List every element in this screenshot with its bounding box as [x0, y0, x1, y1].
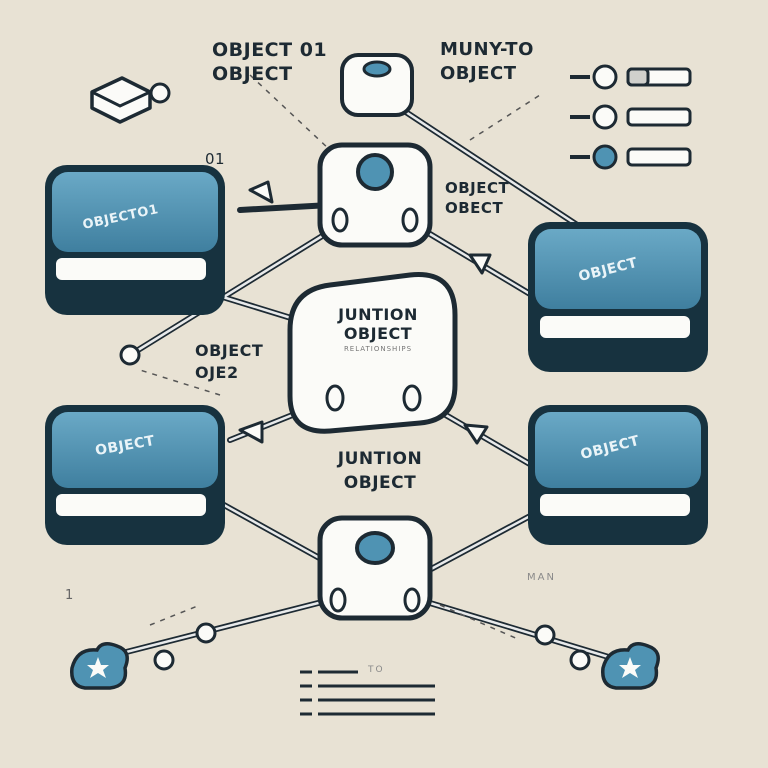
bottom-lines: [300, 670, 435, 716]
label-object-oje2: OBJECT OJE2: [195, 341, 264, 382]
junction-title: JUNTION OBJECT: [338, 305, 418, 343]
junction-object-node[interactable]: [287, 272, 458, 434]
label-man: MAN: [527, 572, 556, 583]
label-to: TO: [368, 665, 385, 675]
node-upper-junction[interactable]: [317, 142, 433, 248]
dashed-guides: [139, 74, 541, 641]
knob: [534, 624, 556, 646]
list-items-right: [570, 64, 692, 170]
object-box-left-lower[interactable]: [45, 405, 225, 545]
star-icon: [601, 642, 660, 690]
label-junction-object: JUNTION OBJECT: [337, 449, 423, 493]
object-box-right-lower[interactable]: [528, 405, 708, 545]
junction-subtitle: RELATIONSHIPS: [343, 345, 413, 353]
small-cube-top-left: [90, 76, 152, 124]
label-1: 1: [65, 588, 74, 603]
node-top-center[interactable]: [340, 53, 414, 117]
knob: [195, 622, 217, 644]
star-icon: [70, 642, 129, 690]
knob: [119, 344, 141, 366]
knob: [569, 649, 591, 671]
arrow-head: [463, 423, 489, 445]
label-01: 01: [205, 150, 226, 168]
node-lower-junction[interactable]: [317, 515, 433, 621]
label-many-to-object: MUNY-TO OBJECT: [440, 39, 534, 84]
object-box-top-left[interactable]: [45, 165, 225, 315]
arrow-head: [248, 180, 274, 204]
arrow-head: [468, 253, 492, 275]
arrow-head: [238, 420, 264, 444]
knob: [153, 649, 175, 671]
label-object-obect: OBJECT OBECT: [445, 179, 510, 217]
label-object-01: OBJECT 01 OBJECT: [212, 39, 328, 85]
knob: [149, 82, 171, 104]
object-box-right-upper[interactable]: [528, 222, 708, 372]
connector-left-top: [237, 202, 333, 213]
